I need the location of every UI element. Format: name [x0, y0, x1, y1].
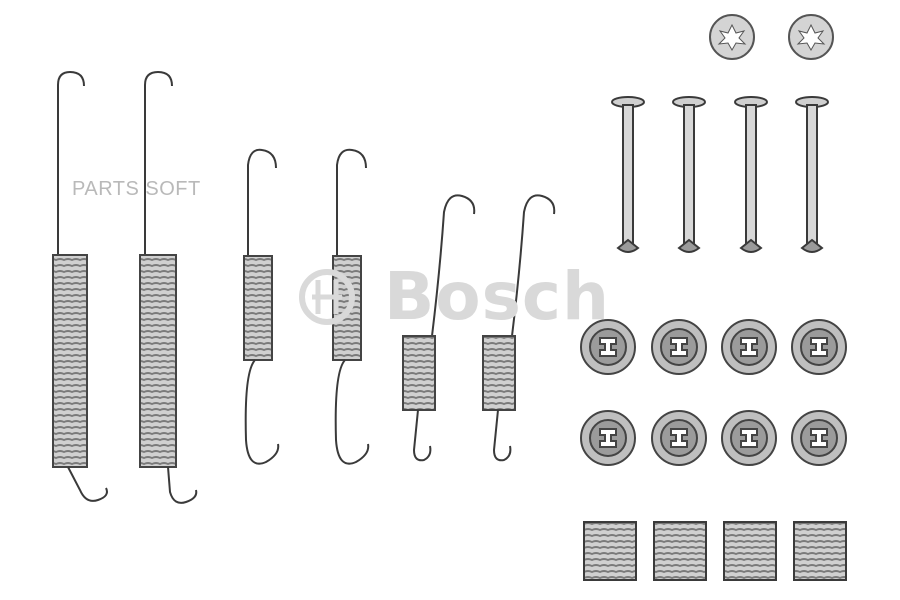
retaining-cup-5: [580, 410, 636, 466]
small-coil-spring-1: [583, 521, 637, 581]
retaining-pin-3: [734, 96, 768, 253]
long-spring-1: [52, 70, 108, 502]
small-coil-spring-4: [793, 521, 847, 581]
small-coil-spring-2: [653, 521, 707, 581]
star-washer-1: [709, 14, 755, 60]
retaining-cup-2: [651, 319, 707, 375]
retaining-cup-7: [721, 410, 777, 466]
short-spring-2: [482, 194, 556, 462]
retaining-pin-4: [795, 96, 829, 253]
small-coil-spring-3: [723, 521, 777, 581]
retaining-cup-3: [721, 319, 777, 375]
medium-spring-1: [243, 148, 280, 465]
short-spring-1: [402, 194, 476, 462]
retaining-cup-6: [651, 410, 707, 466]
retaining-pin-2: [672, 96, 706, 253]
retaining-cup-4: [791, 319, 847, 375]
star-washer-2: [788, 14, 834, 60]
long-spring-2: [139, 70, 198, 504]
brand-watermark: Bosch: [384, 258, 611, 335]
parts-soft-watermark: PARTS SOFT: [72, 178, 201, 200]
brand-logo-icon: [299, 269, 355, 325]
retaining-cup-1: [580, 319, 636, 375]
retaining-cup-8: [791, 410, 847, 466]
retaining-pin-1: [611, 96, 645, 253]
